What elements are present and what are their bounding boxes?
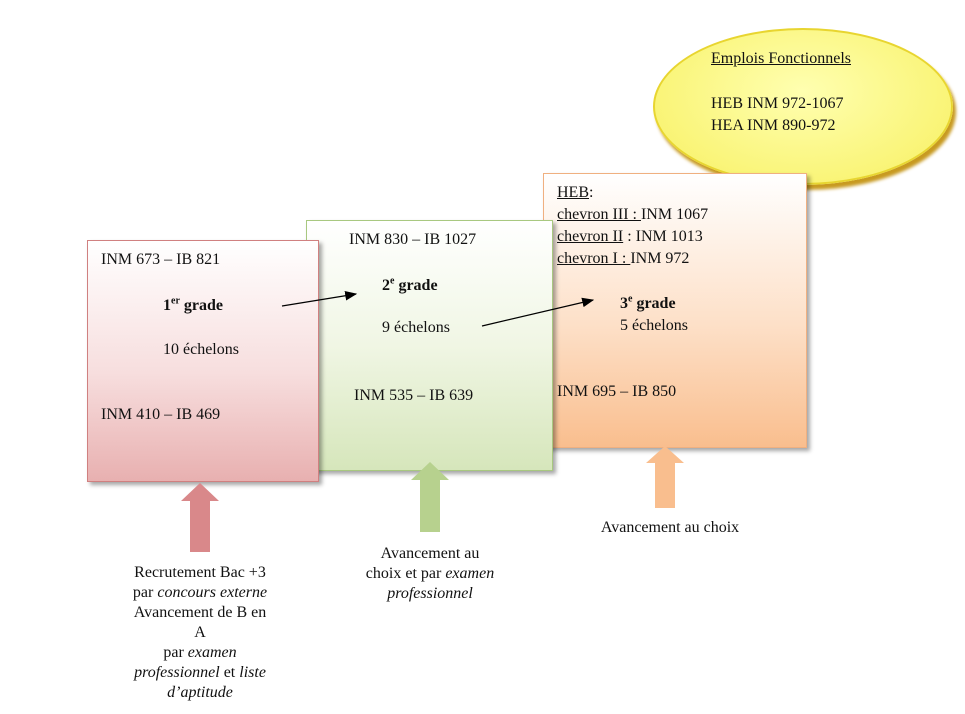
ellipse-line-heb: HEB INM 972-1067 — [711, 95, 844, 112]
grade2-min-index: INM 535 – IB 639 — [354, 387, 474, 404]
grade3-title: 3e grade — [620, 293, 676, 312]
ellipse-title: Emplois Fonctionnels — [711, 50, 851, 67]
grade1-title: 1er grade — [163, 295, 223, 314]
progression-arrow-1-to-2 — [281, 290, 358, 307]
grade2-echelons: 9 échelons — [382, 319, 450, 336]
grade1-min-index: INM 410 – IB 469 — [101, 406, 221, 423]
chevron-1: chevron I : INM 972 — [557, 250, 690, 267]
grade1-echelons: 10 échelons — [163, 341, 239, 358]
emplois-fonctionnels-ellipse — [653, 28, 953, 185]
chevron-2: chevron II : INM 1013 — [557, 228, 703, 245]
grade1-max-index: INM 673 – IB 821 — [101, 251, 221, 268]
up-arrow-pink — [181, 483, 219, 552]
chevron-3: chevron III : INM 1067 — [557, 206, 709, 223]
ellipse-line-hea: HEA INM 890-972 — [711, 117, 836, 134]
grade3-heb-label: HEB: — [557, 184, 594, 201]
grade3-min-index: INM 695 – IB 850 — [557, 383, 677, 400]
grade2-max-index: INM 830 – IB 1027 — [349, 231, 477, 248]
caption-avancement-grade2: Avancement au choix et par examen profes… — [365, 545, 495, 602]
grade1-box — [87, 240, 319, 482]
up-arrow-orange — [646, 446, 684, 508]
up-arrow-green — [411, 462, 449, 532]
grade3-echelons: 5 échelons — [620, 317, 688, 334]
caption-recrutement: Recrutement Bac +3 par concours externe … — [132, 564, 268, 701]
caption-avancement-grade3: Avancement au choix — [600, 519, 740, 536]
progression-arrow-2-to-3 — [481, 297, 595, 327]
grade2-title: 2e grade — [382, 275, 438, 294]
